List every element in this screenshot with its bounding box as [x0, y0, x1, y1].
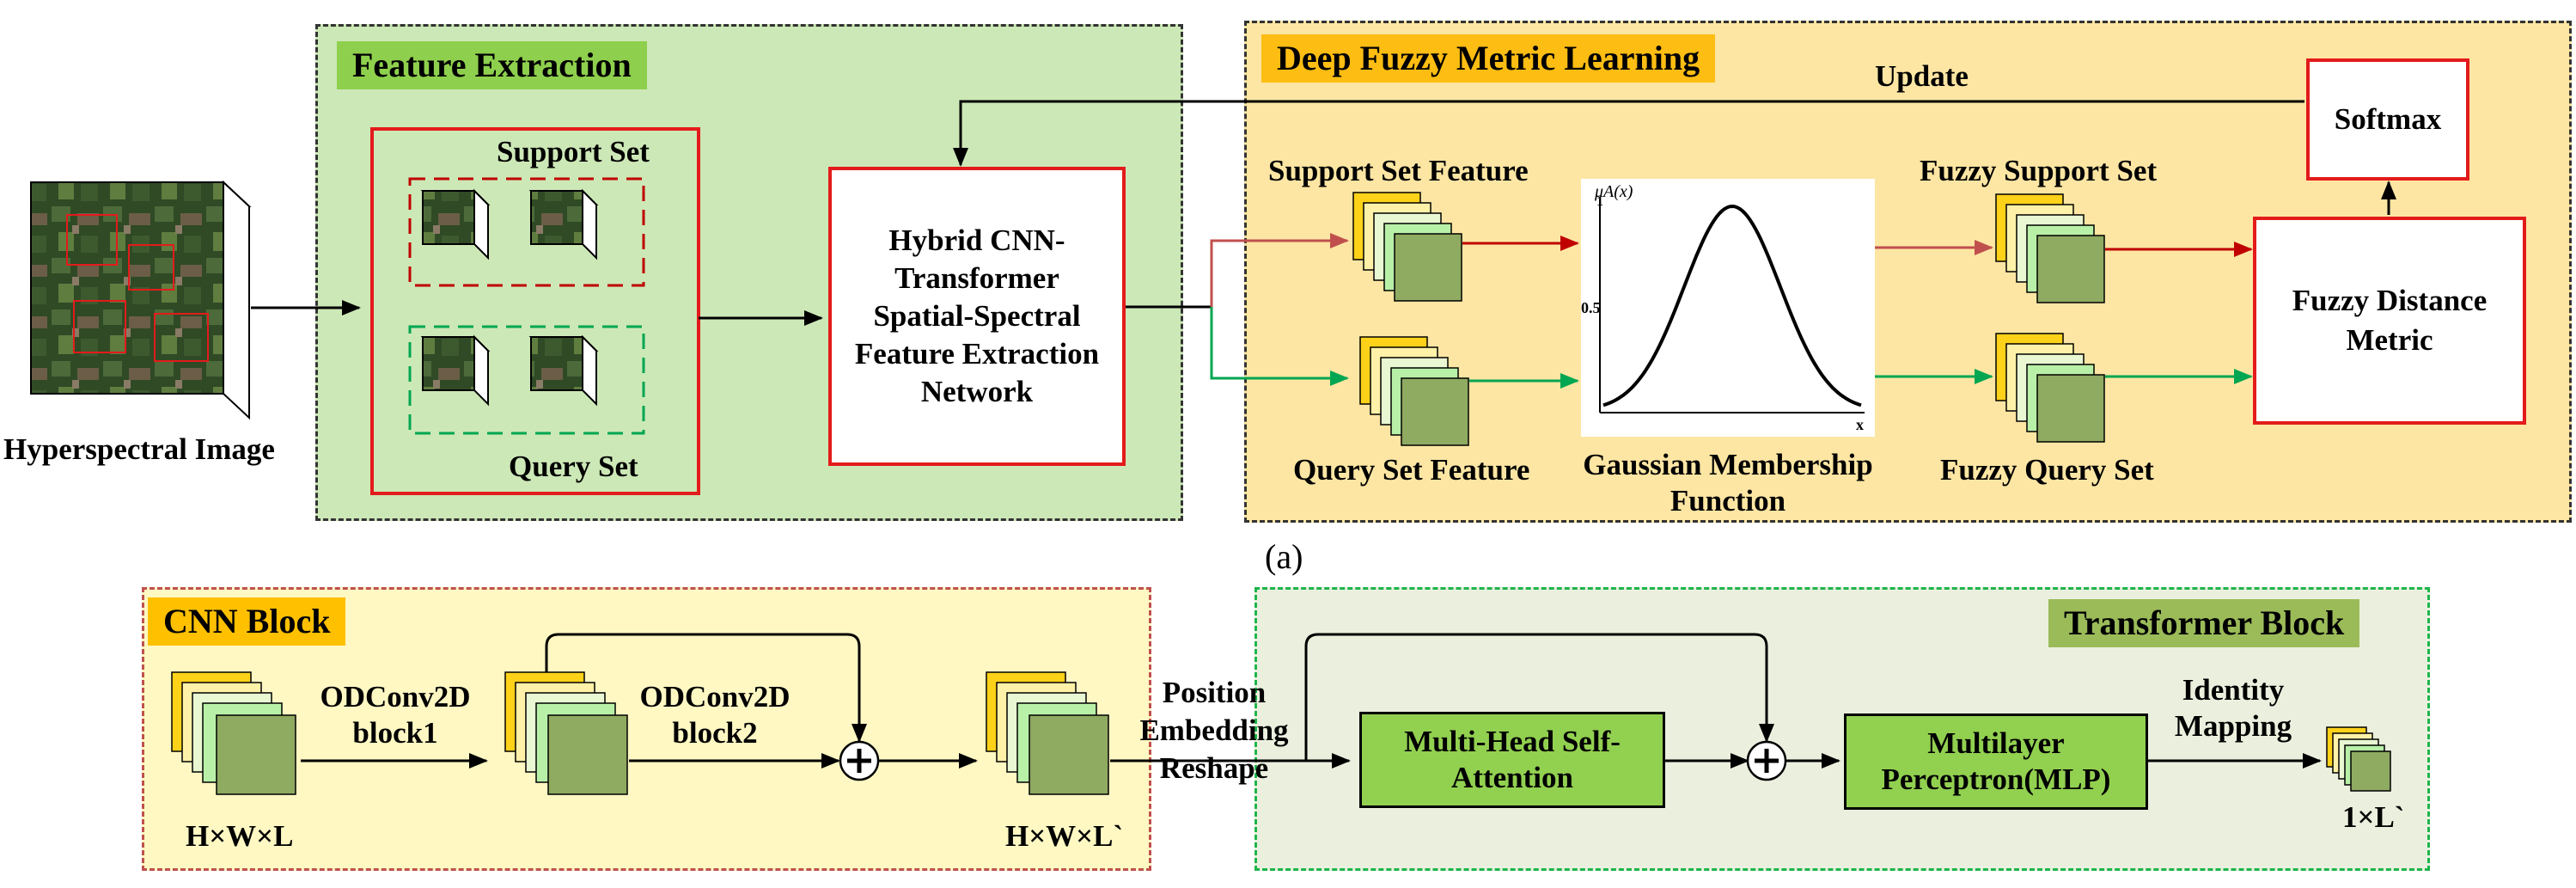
support-patch-2 — [528, 188, 599, 260]
feature-extraction-network: Hybrid CNN-Transformer Spatial-Spectral … — [828, 167, 1126, 466]
gaussian-membership-label: Gaussian Membership Function — [1583, 448, 1873, 517]
hyperspectral-image-label: Hyperspectral Image — [3, 432, 275, 466]
transformer-output-stack — [2326, 726, 2391, 792]
fuzzy-support-stack — [1995, 193, 2105, 303]
dfml-title: Deep Fuzzy Metric Learning — [1261, 34, 1716, 83]
fuzzy-query-set-label: Fuzzy Query Set — [1940, 453, 2154, 487]
support-set-feature-label: Support Set Feature — [1268, 154, 1529, 187]
mlp-box: Multilayer Perceptron(MLP) — [1844, 713, 2148, 810]
transformer-block-title: Transformer Block — [2048, 599, 2360, 647]
fuzzy-distance-metric-box: Fuzzy Distance Metric — [2253, 217, 2526, 425]
cnn-output-dim: H×W×L` — [1005, 819, 1124, 853]
feature-extraction-network-label: Hybrid CNN-Transformer Spatial-Spectral … — [854, 224, 1100, 408]
caption-a: (a) — [1265, 537, 1303, 576]
query-set-label: Query Set — [509, 450, 638, 483]
support-feature-stack — [1352, 192, 1462, 302]
fuzzy-support-set-label: Fuzzy Support Set — [1920, 154, 2158, 187]
transformer-output-dim: 1×L` — [2342, 800, 2405, 834]
cnn-input-dim: H×W×L — [186, 819, 294, 853]
cnn-mid-stack — [504, 671, 628, 795]
multi-head-self-attention-box: Multi-Head Self-Attention — [1359, 712, 1665, 808]
cnn-block-title: CNN Block — [148, 597, 346, 646]
feature-extraction-title: Feature Extraction — [337, 41, 647, 89]
softmax-label: Softmax — [2334, 102, 2442, 136]
fuzzy-distance-metric-label: Fuzzy Distance Metric — [2292, 284, 2487, 357]
multi-head-self-attention-label: Multi-Head Self-Attention — [1404, 725, 1621, 794]
gaussian-y-tick-mid: 0.5 — [1581, 299, 1601, 316]
gaussian-x-axis-label: x — [1856, 416, 1864, 433]
cnn-input-stack — [171, 671, 296, 795]
odconv-block1-label: ODConv2D block1 — [320, 680, 471, 750]
gaussian-y-tick-top: 1 — [1596, 194, 1603, 209]
fuzzy-query-stack — [1995, 333, 2105, 443]
update-label: Update — [1875, 59, 1969, 93]
query-set-feature-label: Query Set Feature — [1293, 453, 1530, 487]
softmax-box: Softmax — [2306, 58, 2469, 181]
odconv-block2-label: ODConv2D block2 — [639, 680, 791, 750]
gaussian-y-axis-label: μA(x) — [1595, 182, 1633, 201]
identity-mapping-label: Identity Mapping — [2174, 673, 2292, 743]
query-patch-1 — [420, 334, 491, 407]
residual-add-1 — [839, 740, 880, 781]
hyperspectral-image — [30, 180, 252, 420]
support-patch-1 — [420, 188, 491, 260]
cnn-output-stack — [986, 671, 1109, 795]
position-embedding-label: Position Embedding Reshape — [1139, 676, 1289, 785]
query-feature-stack — [1359, 336, 1469, 446]
residual-add-2 — [1746, 740, 1787, 781]
support-set-label: Support Set — [497, 135, 650, 168]
mlp-label: Multilayer Perceptron(MLP) — [1881, 726, 2111, 796]
gaussian-membership-plot — [1581, 179, 1875, 437]
query-patch-2 — [528, 334, 599, 407]
